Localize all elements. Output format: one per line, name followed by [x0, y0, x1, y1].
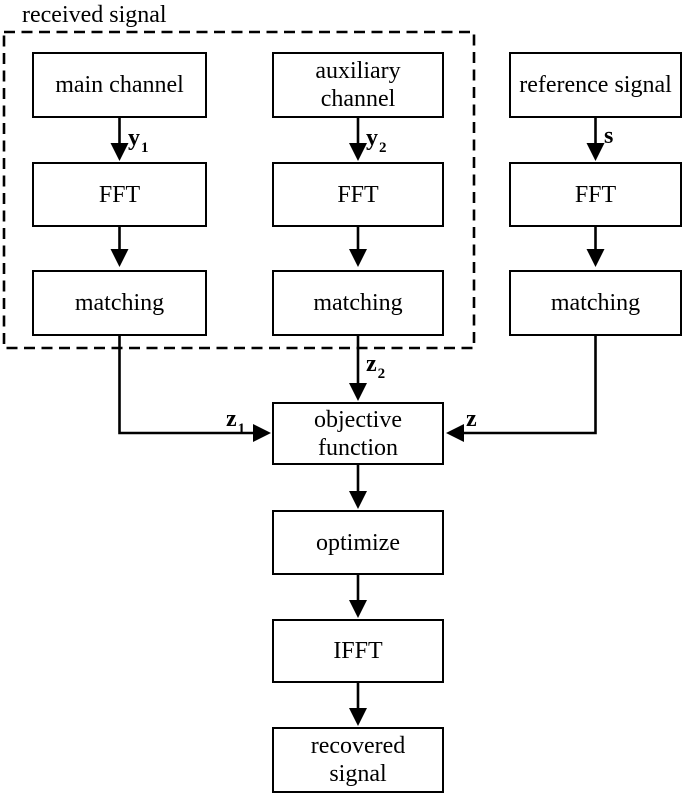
- connector-matching-ref-to-objective: [461, 336, 597, 435]
- node-label: IFFT: [333, 638, 383, 664]
- edge-label-base: z: [366, 351, 377, 377]
- edge-label-sub: 2: [379, 140, 387, 156]
- node-label: signal: [329, 761, 387, 787]
- node-label: main channel: [55, 72, 184, 98]
- arrowhead: [253, 424, 271, 442]
- node-fft-ref: FFT: [509, 162, 682, 227]
- node-matching-aux: matching: [272, 270, 444, 336]
- node-objective-function: objective function: [272, 402, 444, 465]
- edge-label-s: s: [604, 124, 613, 151]
- edge-label-base: z: [466, 406, 477, 432]
- node-label: optimize: [316, 529, 400, 556]
- node-fft-main: FFT: [32, 162, 207, 227]
- node-label: auxiliary: [315, 58, 401, 84]
- arrowhead: [349, 383, 367, 401]
- arrowhead: [349, 708, 367, 726]
- edge-label-z1: z1: [226, 406, 246, 437]
- edge-label-sub: 1: [237, 421, 246, 437]
- node-label: matching: [313, 290, 403, 316]
- edge-label-z2: z2: [366, 351, 386, 382]
- arrowhead: [446, 424, 464, 442]
- edge-label-base: z: [226, 406, 237, 432]
- node-matching-main: matching: [32, 270, 207, 336]
- node-ifft: IFFT: [272, 619, 444, 683]
- edge-label-sub: 2: [377, 366, 386, 382]
- node-label: FFT: [98, 181, 141, 208]
- node-optimize: optimize: [272, 510, 444, 575]
- edge-label-base: y: [366, 125, 378, 151]
- node-main-channel: main channel: [32, 52, 207, 118]
- received-signal-group-label: received signal: [22, 2, 167, 28]
- node-matching-ref: matching: [509, 270, 682, 336]
- node-label: matching: [74, 290, 165, 316]
- node-label: function: [318, 434, 398, 461]
- edge-label-z: z: [466, 407, 477, 434]
- arrowhead: [586, 143, 605, 161]
- received-signal-group-border: [2, 30, 476, 350]
- arrowhead: [110, 249, 129, 267]
- node-label: matching: [550, 290, 641, 316]
- edge-label-sub: 1: [141, 140, 149, 156]
- arrowhead: [349, 491, 367, 509]
- node-label: FFT: [337, 181, 379, 208]
- node-label: reference signal: [519, 72, 672, 98]
- arrowhead: [349, 249, 367, 267]
- arrowhead: [349, 600, 367, 618]
- node-fft-aux: FFT: [272, 162, 444, 227]
- edge-label-y1: y1: [128, 125, 149, 156]
- node-label: objective: [314, 406, 402, 433]
- edge-label-y2: y2: [366, 125, 387, 156]
- edge-label-base: y: [128, 125, 140, 151]
- node-auxiliary-channel: auxiliary channel: [272, 52, 444, 118]
- node-recovered-signal: recovered signal: [272, 727, 444, 793]
- node-label: channel: [320, 86, 396, 112]
- arrowhead: [349, 143, 367, 161]
- node-label: recovered: [310, 733, 406, 759]
- arrowhead: [110, 143, 129, 161]
- node-reference-signal: reference signal: [509, 52, 682, 118]
- arrowhead: [586, 249, 605, 267]
- node-label: FFT: [574, 181, 617, 208]
- edge-label-base: s: [604, 123, 614, 149]
- connector-matching-main-to-objective: [118, 336, 256, 435]
